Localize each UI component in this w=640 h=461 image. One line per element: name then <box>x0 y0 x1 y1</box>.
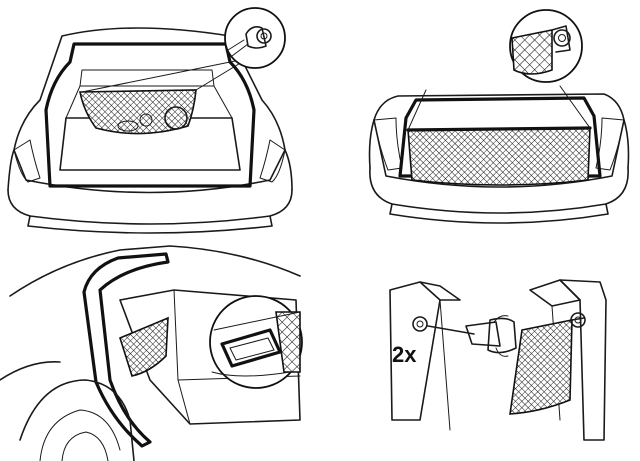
loop-detail-icon <box>209 295 303 389</box>
hook-detail-icon <box>509 9 583 83</box>
screwdriver-icon <box>427 315 517 357</box>
cargo-net <box>79 89 197 135</box>
panel-screw-installation: 2x <box>389 279 607 441</box>
panel-trunk-side-hooks <box>7 7 293 234</box>
hook-detail-icon <box>224 7 286 69</box>
hanging-net <box>509 319 573 415</box>
rear-cargo-net <box>407 127 591 186</box>
side-pocket-net <box>119 316 169 377</box>
panel-trunk-rear-hooks <box>368 9 630 224</box>
panel-side-pocket-net <box>0 245 303 461</box>
quantity-label: 2x <box>392 342 417 367</box>
